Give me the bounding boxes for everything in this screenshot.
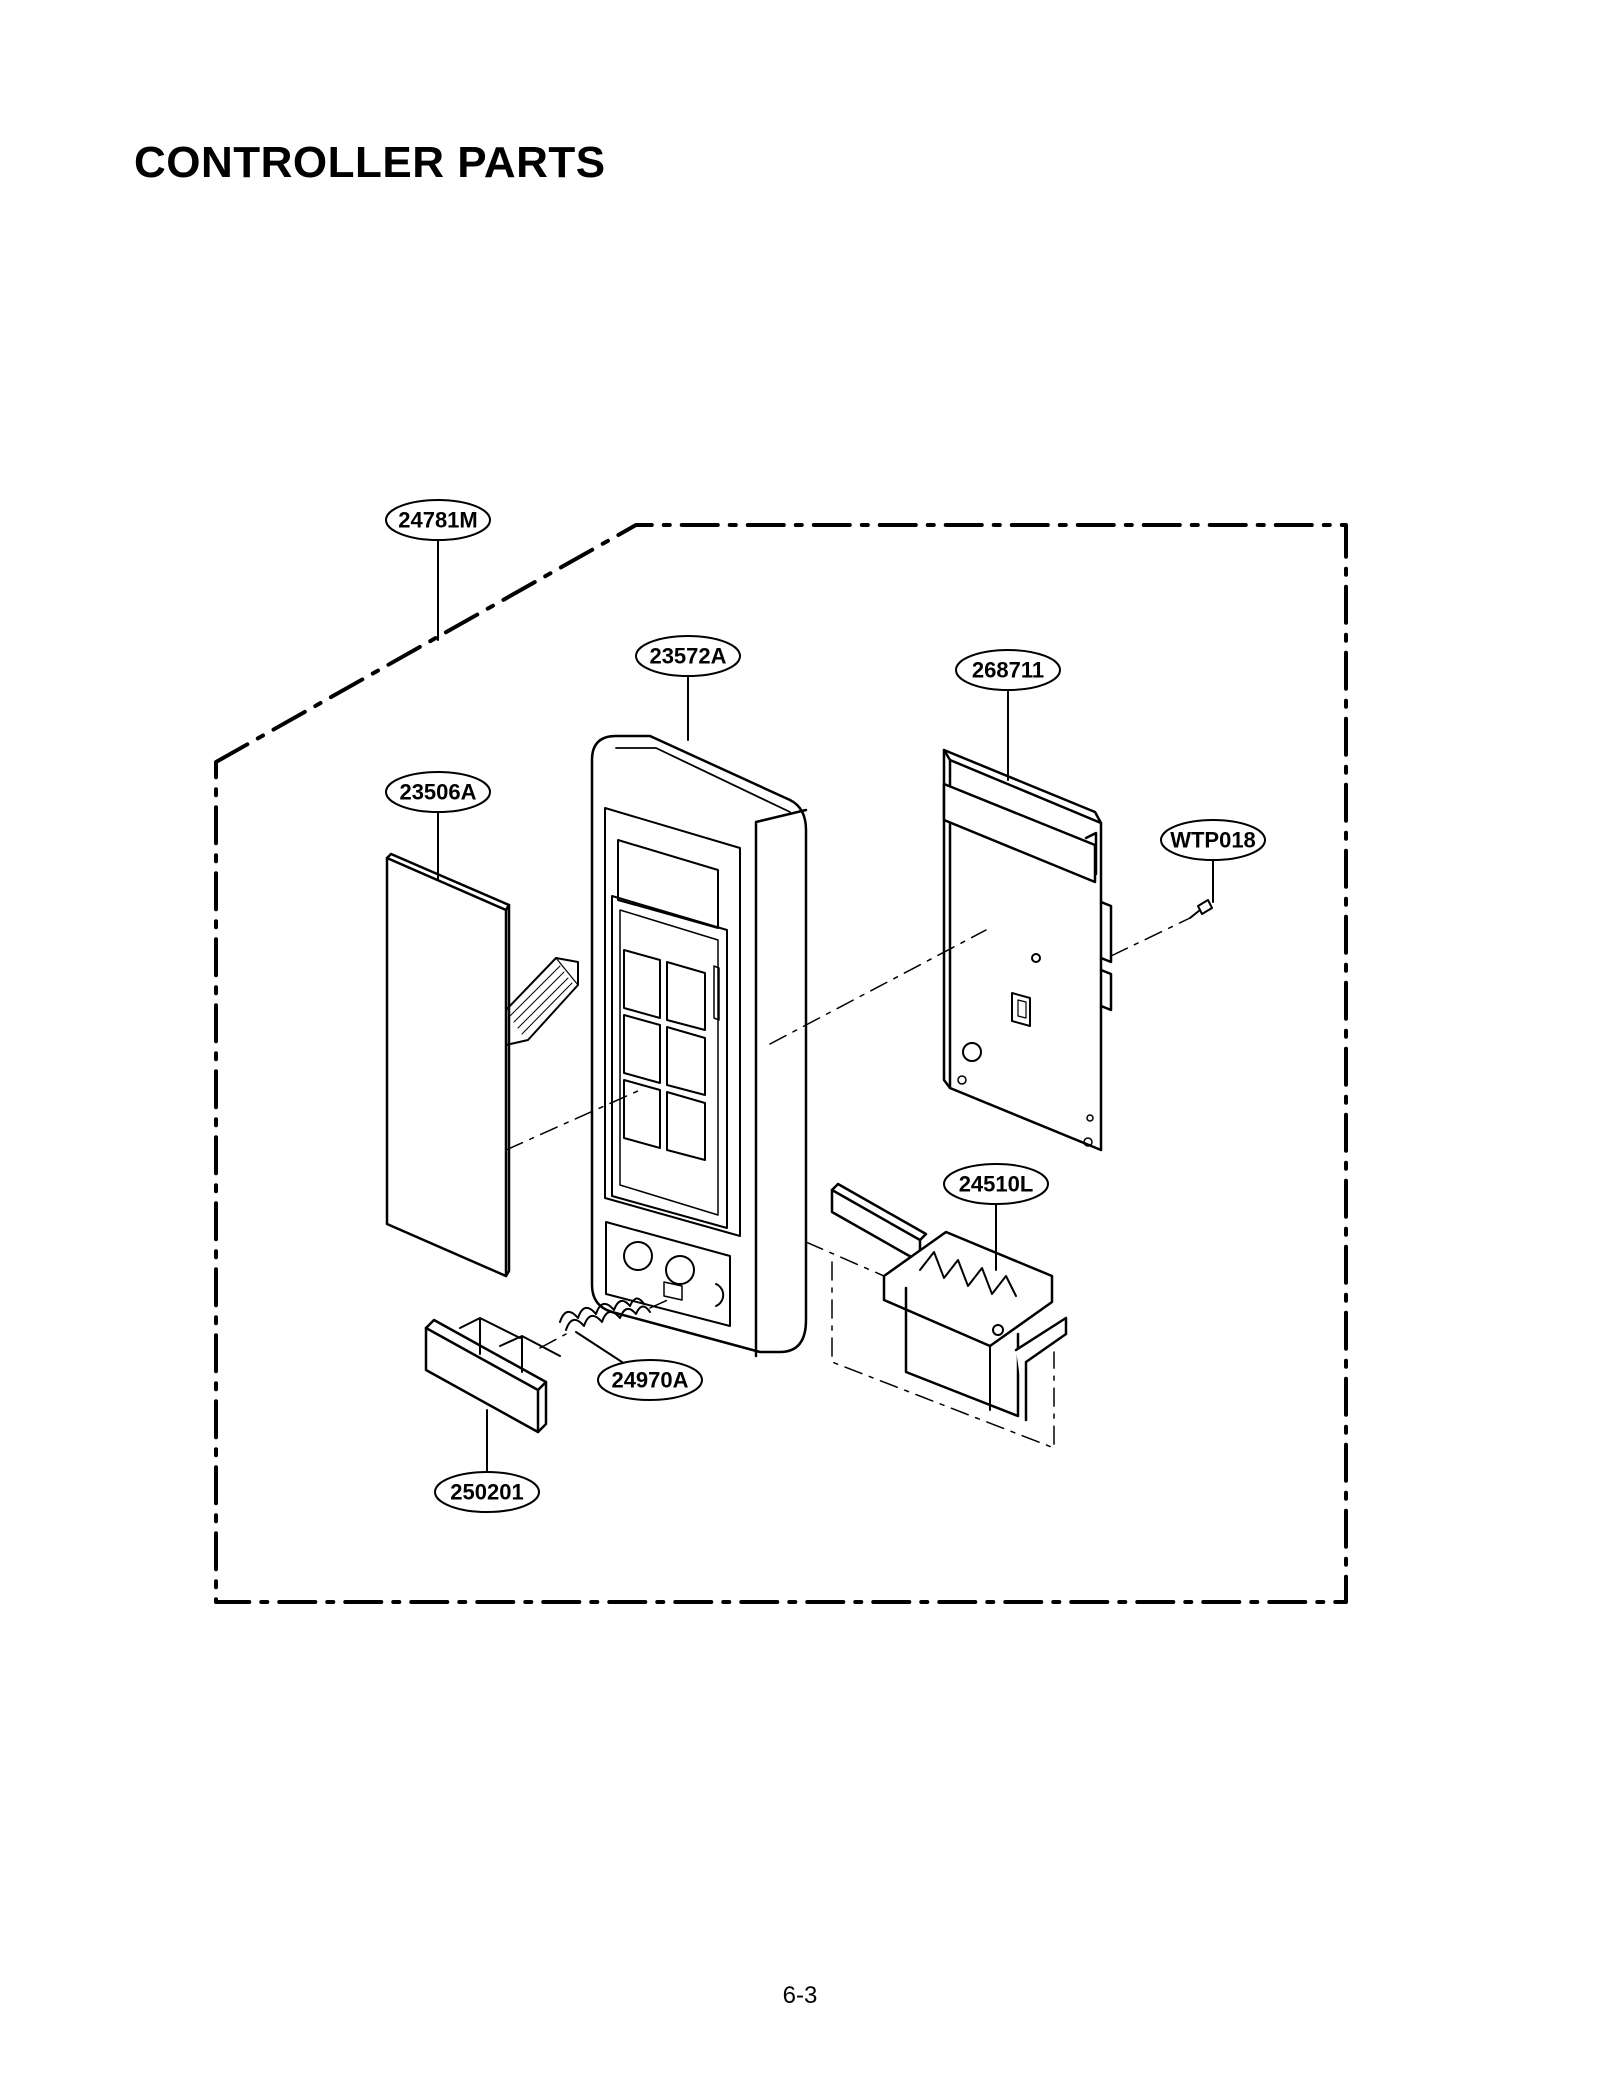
callout-23506A: 23506A [385, 771, 491, 881]
membrane-keypad-part [385, 852, 579, 1278]
svg-text:24781M: 24781M [398, 508, 478, 533]
push-button-part [424, 1317, 561, 1434]
svg-text:23506A: 23506A [399, 780, 476, 805]
svg-text:24970A: 24970A [611, 1368, 688, 1393]
alignment-lines [505, 917, 1191, 1349]
svg-text:24510L: 24510L [959, 1172, 1034, 1197]
callout-24970A: 24970A [575, 1331, 703, 1401]
callout-268711: 268711 [955, 649, 1061, 781]
door-latch-part [830, 1182, 1068, 1449]
spring-part [559, 1297, 651, 1331]
assembly-boundary [214, 523, 1348, 1604]
svg-text:268711: 268711 [972, 658, 1044, 683]
callout-250201: 250201 [434, 1409, 540, 1513]
page-number: 6-3 [782, 1982, 818, 2009]
callout-24781M: 24781M [385, 499, 491, 641]
page-title: CONTROLLER PARTS [134, 138, 606, 187]
callout-24510L: 24510L [943, 1163, 1049, 1271]
pcb-assembly-part [942, 748, 1113, 1152]
svg-text:WTP018: WTP018 [1170, 828, 1256, 853]
screw-part [1189, 899, 1213, 919]
svg-text:250201: 250201 [450, 1480, 523, 1505]
callout-23572A: 23572A [635, 635, 741, 741]
svg-text:23572A: 23572A [649, 644, 726, 669]
control-frame-part [590, 734, 808, 1358]
callout-WTP018: WTP018 [1160, 819, 1266, 903]
